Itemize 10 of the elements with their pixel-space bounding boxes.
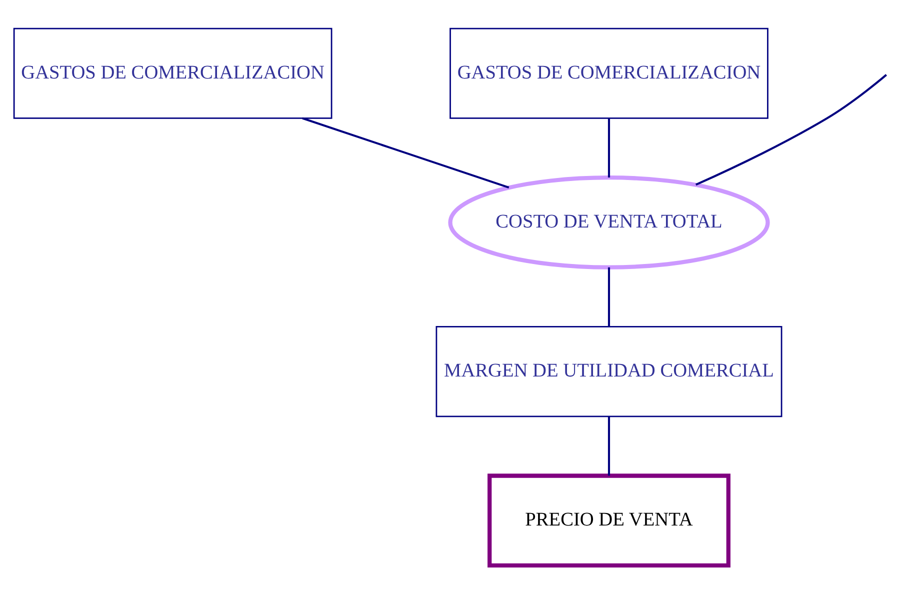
node-box: PRECIO DE VENTA [488, 473, 730, 568]
connector [302, 116, 510, 188]
node-ellipse: COSTO DE VENTA TOTAL [448, 175, 770, 269]
connector [695, 74, 888, 186]
node-box: MARGEN DE UTILIDAD COMERCIAL [436, 326, 782, 417]
node-box: GASTOS DE COMERCIALIZACION [13, 27, 332, 118]
connector [608, 416, 610, 476]
connector [608, 266, 610, 326]
node-box: GASTOS DE COMERCIALIZACION [450, 27, 768, 118]
connector [608, 118, 610, 177]
